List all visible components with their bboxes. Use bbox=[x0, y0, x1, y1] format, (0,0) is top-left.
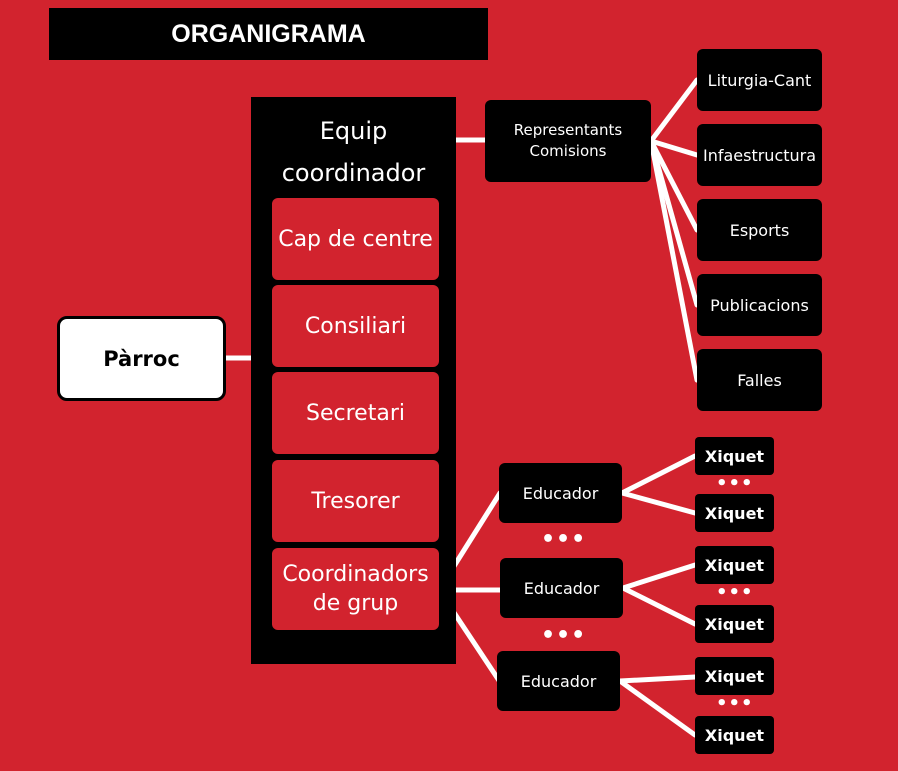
ellipsis-educadors-2: ••• bbox=[541, 623, 587, 648]
equip-title-line2: coordinador bbox=[281, 159, 426, 187]
line-edu3-x1 bbox=[617, 674, 698, 684]
line-edu3-x2 bbox=[617, 678, 698, 738]
role-line1: Coordinadors bbox=[282, 562, 429, 587]
comisio-esports: Esports bbox=[697, 199, 822, 261]
role-tresorer: Tresorer bbox=[272, 460, 439, 542]
role-line1: Cap de centre bbox=[278, 226, 433, 252]
comisio-infaestructura: Infaestructura bbox=[697, 124, 822, 186]
role-line2: de grup bbox=[312, 591, 399, 616]
line-rep-esports bbox=[648, 138, 700, 233]
equip-title-line1: Equip bbox=[319, 117, 388, 145]
page-title: ORGANIGRAMA bbox=[49, 8, 488, 60]
ellipsis-xiquets-3: ••• bbox=[716, 693, 754, 714]
xiquet-6: Xiquet bbox=[695, 716, 774, 754]
role-cap-de-centre: Cap de centre bbox=[272, 198, 439, 280]
ellipsis-xiquets-1: ••• bbox=[716, 473, 754, 494]
role-consiliari: Consiliari bbox=[272, 285, 439, 367]
role-coordinadors-de-grup: Coordinadors de grup bbox=[272, 548, 439, 630]
xiquet-4: Xiquet bbox=[695, 605, 774, 643]
equip-coordinador-title: Equip coordinador bbox=[251, 110, 456, 194]
line-edu1-x2 bbox=[619, 490, 698, 516]
ellipsis-xiquets-2: ••• bbox=[716, 582, 754, 603]
rep-line1: Representants bbox=[513, 121, 623, 139]
comisio-liturgia-cant: Liturgia-Cant bbox=[697, 49, 822, 111]
rep-line2: Comisions bbox=[529, 142, 607, 160]
line-edu2-x2 bbox=[620, 585, 698, 627]
line-rep-liturgia bbox=[648, 77, 700, 144]
xiquet-3: Xiquet bbox=[695, 546, 774, 584]
line-rep-infa bbox=[648, 138, 700, 158]
educador-2: Educador bbox=[500, 558, 623, 618]
line-rep-falles bbox=[648, 138, 700, 383]
ellipsis-educadors-1: ••• bbox=[541, 527, 587, 552]
xiquet-1: Xiquet bbox=[695, 437, 774, 475]
educador-3: Educador bbox=[497, 651, 620, 711]
line-edu1-x1 bbox=[619, 453, 698, 496]
line-edu2-x1 bbox=[620, 562, 698, 591]
comisio-publicacions: Publicacions bbox=[697, 274, 822, 336]
parroc-box: Pàrroc bbox=[57, 316, 226, 401]
role-line1: Secretari bbox=[306, 400, 405, 426]
xiquet-2: Xiquet bbox=[695, 494, 774, 532]
role-line1: Tresorer bbox=[311, 488, 400, 514]
educador-1: Educador bbox=[499, 463, 622, 523]
comisio-falles: Falles bbox=[697, 349, 822, 411]
xiquet-5: Xiquet bbox=[695, 657, 774, 695]
role-line1: Consiliari bbox=[304, 313, 407, 339]
role-secretari: Secretari bbox=[272, 372, 439, 454]
